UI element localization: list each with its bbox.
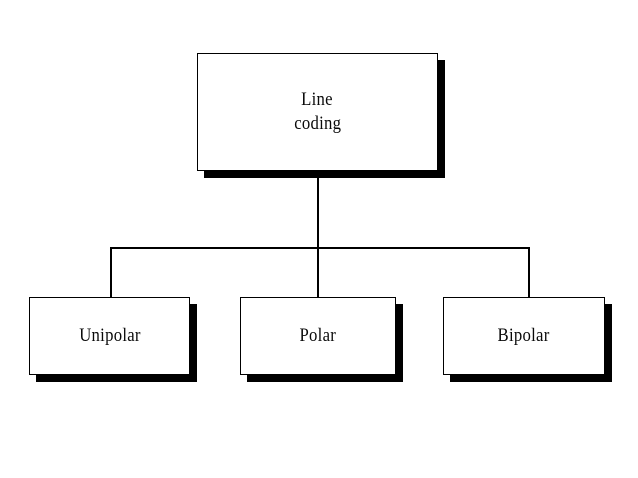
node-unipolar-label: Unipolar (78, 325, 141, 347)
connector-drop-bipolar (528, 247, 530, 298)
connector-trunk-vertical (317, 171, 319, 298)
node-bipolar-label: Bipolar (497, 325, 551, 347)
connector-horizontal-bus (110, 247, 530, 249)
node-line-coding[interactable]: Line coding (197, 53, 438, 171)
node-unipolar[interactable]: Unipolar (29, 297, 190, 375)
node-polar[interactable]: Polar (240, 297, 396, 375)
node-bipolar[interactable]: Bipolar (443, 297, 605, 375)
connector-drop-unipolar (110, 247, 112, 298)
node-polar-label: Polar (299, 325, 337, 347)
node-line-coding-label-line1: Line (301, 89, 334, 111)
node-line-coding-label-line2: coding (293, 113, 342, 134)
